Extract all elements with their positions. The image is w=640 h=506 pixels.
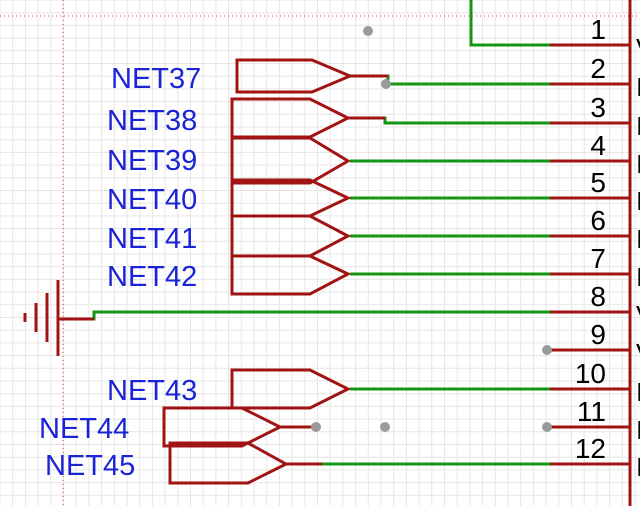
net-label: NET40 bbox=[107, 184, 197, 216]
pin-number: 9 bbox=[590, 319, 606, 350]
pin-name: I bbox=[636, 415, 640, 445]
net-label: NET39 bbox=[107, 145, 197, 177]
net40-symbol bbox=[230, 178, 352, 218]
pin-number: 3 bbox=[590, 92, 606, 123]
pin-name: I bbox=[636, 452, 640, 482]
net-label-texts: NET37 NET38 NET39 NET40 NET41 NET42 NET4… bbox=[39, 63, 201, 482]
junction-dots bbox=[311, 26, 552, 432]
pin-number: 7 bbox=[590, 243, 606, 274]
net-label: NET44 bbox=[39, 413, 129, 445]
junction-dot bbox=[542, 345, 552, 355]
pin-number: 8 bbox=[590, 281, 606, 312]
pin-number: 1 bbox=[590, 14, 606, 45]
connector-component[interactable] bbox=[550, 0, 632, 506]
pin-name: V bbox=[636, 300, 640, 330]
pin-name: I bbox=[636, 224, 640, 254]
pin-labels: 1V2I3I4I5I6I7I8V9V10I11I12I bbox=[575, 14, 640, 482]
pin-number: 5 bbox=[590, 167, 606, 198]
junction-dot bbox=[380, 422, 390, 432]
net-label: NET38 bbox=[107, 105, 197, 137]
net-label: NET41 bbox=[107, 223, 197, 255]
junction-dot bbox=[311, 422, 321, 432]
wire-pin-1 bbox=[469, 0, 550, 47]
net43-symbol bbox=[230, 368, 352, 410]
pin-name: I bbox=[636, 149, 640, 179]
pin-name: V bbox=[636, 33, 640, 63]
pin-name: I bbox=[636, 262, 640, 292]
junction-dot bbox=[542, 422, 552, 432]
pin-number: 11 bbox=[577, 396, 606, 427]
pin-name: V bbox=[636, 338, 640, 368]
junction-dot bbox=[363, 26, 373, 36]
net45-symbol bbox=[168, 441, 290, 485]
net-label: NET37 bbox=[111, 63, 201, 95]
pin-number: 2 bbox=[590, 53, 606, 84]
pin-number: 4 bbox=[590, 130, 606, 161]
ground-symbol[interactable] bbox=[23, 280, 94, 356]
net-symbols[interactable] bbox=[162, 58, 388, 485]
pin-number: 12 bbox=[575, 433, 606, 464]
pin-name: I bbox=[636, 111, 640, 141]
net44-symbol bbox=[162, 406, 284, 448]
pin-number: 6 bbox=[590, 205, 606, 236]
pin-name: I bbox=[636, 72, 640, 102]
net42-symbol bbox=[230, 254, 352, 296]
net37-symbol bbox=[235, 58, 354, 94]
net-label: NET42 bbox=[107, 261, 197, 293]
net-label: NET45 bbox=[45, 450, 135, 482]
net38-symbol bbox=[230, 97, 352, 139]
net-label: NET43 bbox=[107, 375, 197, 407]
pin-name: I bbox=[636, 186, 640, 216]
pin-name: I bbox=[636, 377, 640, 407]
pin-number: 10 bbox=[575, 358, 606, 389]
junction-dot bbox=[381, 79, 391, 89]
net41-symbol bbox=[230, 214, 352, 258]
net39-symbol bbox=[230, 136, 351, 185]
